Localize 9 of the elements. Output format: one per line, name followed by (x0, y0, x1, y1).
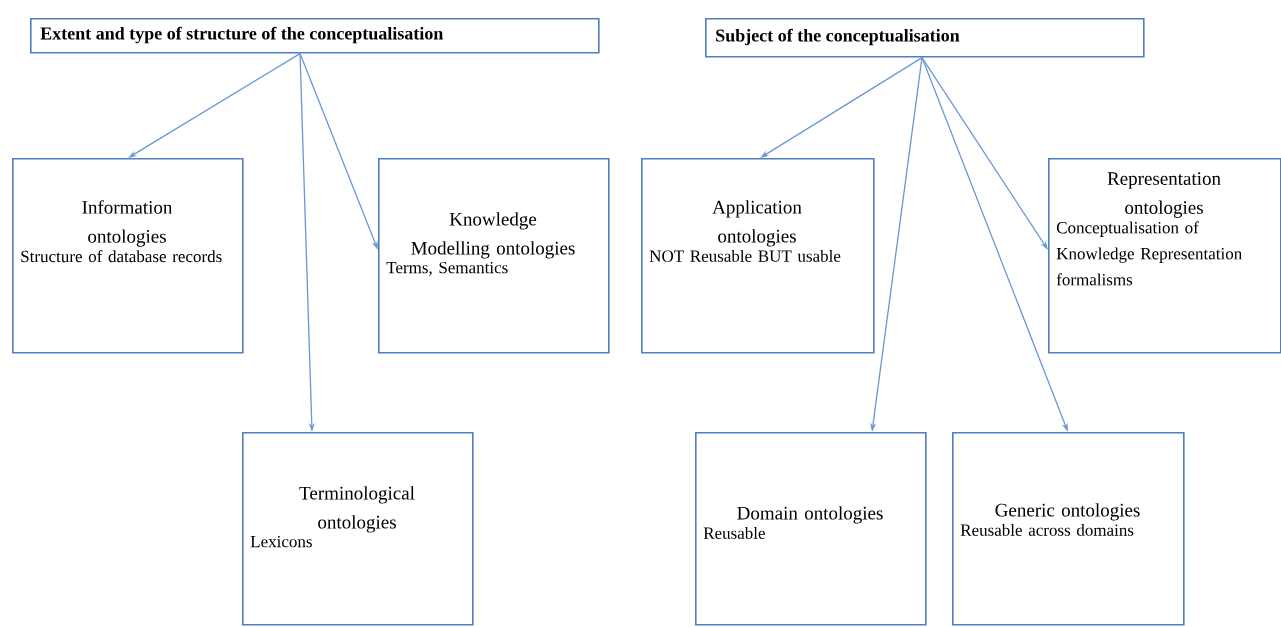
heading-box: Extent and type of structure of the conceptualisation (30, 18, 600, 54)
ontology-box: Application ontologies NOT Reusable BUT usable (641, 158, 875, 354)
ontology-box: Terminological ontologies Lexicons (242, 432, 474, 626)
ontology-box: Information ontologies Structure of database records (12, 158, 244, 354)
ontology-box: Representation ontologies Conceptualisation of Knowledge Representation formalisms (1048, 158, 1281, 354)
ontology-box: Generic ontologies Reusable across domains (952, 432, 1185, 626)
ontology-box: Knowledge Modelling ontologies Terms, Semantics (378, 158, 610, 354)
ontology-box: Domain ontologies Reusable (695, 432, 927, 626)
heading-box: Subject of the conceptualisation (705, 18, 1145, 58)
